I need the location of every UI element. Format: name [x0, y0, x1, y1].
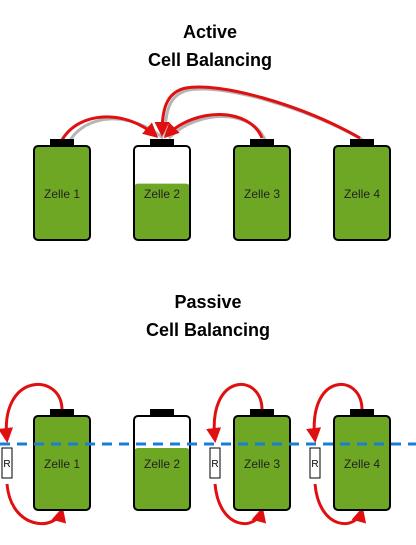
battery-label: Zelle 3: [244, 457, 280, 471]
battery-label: Zelle 1: [44, 457, 80, 471]
arrow-shadow: [167, 115, 267, 141]
resistor-body: [209, 447, 221, 479]
battery-terminal: [350, 409, 374, 416]
battery-outline: [133, 415, 191, 511]
battery-charge-fill: [234, 416, 290, 510]
discharge-arrow-upper: [0, 382, 64, 443]
active-battery-4: Zelle 4: [333, 139, 391, 241]
discharge-arrow-lower: [5, 483, 67, 526]
active-battery-1: Zelle 1: [33, 139, 91, 241]
passive-battery-2: Zelle 2: [133, 409, 191, 511]
active-title-line2: Cell Balancing: [148, 50, 272, 70]
active-cells: Zelle 1 Zelle 2 Zelle 3 Zelle 4: [33, 139, 391, 241]
resistor-label: R: [3, 459, 10, 470]
active-battery-3: Zelle 3: [233, 139, 291, 241]
battery-label: Zelle 4: [344, 457, 380, 471]
discharge-arrow-upper: [306, 383, 364, 443]
passive-battery-4: Zelle 4: [333, 409, 391, 511]
discharge-arrow-upper: [206, 383, 264, 443]
battery-charge-fill: [334, 146, 390, 240]
passive-battery-1: Zelle 1: [33, 409, 91, 511]
battery-charge-fill: [34, 146, 90, 240]
battery-terminal: [250, 409, 274, 416]
active-battery-2: Zelle 2: [133, 139, 191, 241]
battery-outline: [33, 145, 91, 241]
battery-terminal: [150, 139, 174, 146]
battery-label: Zelle 2: [144, 457, 180, 471]
passive-discharge-arrows: [0, 382, 367, 526]
battery-charge-fill: [34, 416, 90, 510]
arrow-cell1-to-cell2: [60, 115, 159, 141]
discharge-arrow-lower: [213, 483, 267, 526]
battery-label: Zelle 1: [44, 187, 80, 201]
battery-outline: [333, 415, 391, 511]
battery-charge-fill: [134, 447, 190, 510]
battery-outline: [33, 415, 91, 511]
resistor-4: R: [309, 447, 321, 479]
resistor-1: R: [1, 447, 13, 479]
resistor-body: [1, 447, 13, 479]
battery-terminal: [350, 139, 374, 146]
battery-charge-fill: [234, 146, 290, 240]
arrow-cell4-to-cell2: [154, 85, 361, 140]
battery-charge-fill: [134, 183, 190, 240]
arrow-cell3-to-cell2: [163, 113, 264, 139]
battery-label: Zelle 4: [344, 187, 380, 201]
battery-label: Zelle 3: [244, 187, 280, 201]
active-title-line1: Active: [183, 22, 237, 42]
battery-outline: [233, 145, 291, 241]
active-transfer-arrows: [60, 85, 364, 143]
battery-outline: [333, 145, 391, 241]
battery-outline: [133, 145, 191, 241]
battery-terminal: [50, 139, 74, 146]
resistor-label: R: [311, 459, 318, 470]
battery-terminal: [150, 409, 174, 416]
resistor-body: [309, 447, 321, 479]
battery-label: Zelle 2: [144, 187, 180, 201]
discharge-arrow-lower: [313, 483, 367, 526]
passive-title-line1: Passive: [174, 292, 241, 312]
passive-cells: Zelle 1 Zelle 2 Zelle 3 Zelle 4: [33, 409, 391, 511]
passive-battery-3: Zelle 3: [233, 409, 291, 511]
battery-terminal: [50, 409, 74, 416]
resistor-3: R: [209, 447, 221, 479]
resistor-label: R: [211, 459, 218, 470]
battery-charge-fill: [334, 416, 390, 510]
battery-outline: [233, 415, 291, 511]
passive-title-line2: Cell Balancing: [146, 320, 270, 340]
battery-terminal: [250, 139, 274, 146]
